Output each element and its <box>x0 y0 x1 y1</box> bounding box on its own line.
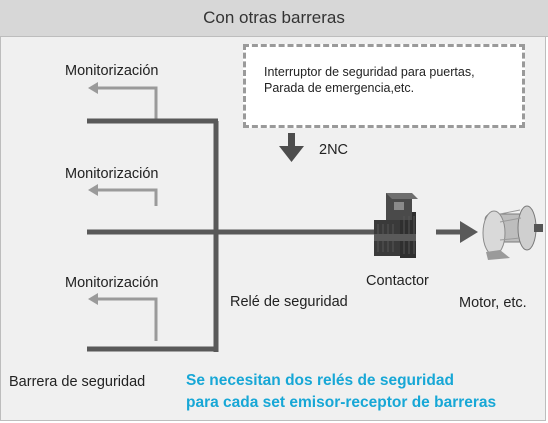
monitoring-label-3: Monitorización <box>65 275 159 291</box>
monitoring-label-2: Monitorización <box>65 166 159 182</box>
contactor-label: Contactor <box>366 273 429 289</box>
monitoring-line-1 <box>95 86 158 121</box>
monitoring-label-1: Monitorización <box>65 63 159 79</box>
motor-label: Motor, etc. <box>459 295 527 311</box>
monitoring-arrow-2 <box>88 184 98 196</box>
callout-line-1: Interruptor de seguridad para puertas, <box>264 65 475 79</box>
safety-barrier-label: Barrera de seguridad <box>9 374 146 390</box>
monitoring-arrow-3 <box>88 293 98 305</box>
monitoring-line-3 <box>95 297 158 341</box>
contactor-icon <box>374 193 418 258</box>
safety-relay-label: Relé de seguridad <box>230 294 348 310</box>
motor-arrow <box>460 221 478 243</box>
nc-arrow <box>279 133 304 162</box>
requirement-note-line-2: para cada set emisor-receptor de barrera… <box>186 394 497 411</box>
nc-label: 2NC <box>319 142 349 158</box>
monitoring-line-2 <box>95 188 158 206</box>
callout-line-2: Parada de emergencia,etc. <box>264 81 415 95</box>
diagram-title: Con otras barreras <box>0 0 548 37</box>
requirement-note: Se necesitan dos relés de seguridad para… <box>186 370 496 414</box>
safety-switch-callout: Interruptor de seguridad para puertas, P… <box>243 44 525 128</box>
requirement-note-line-1: Se necesitan dos relés de seguridad <box>186 372 454 389</box>
motor-icon <box>482 205 543 260</box>
monitoring-arrow-1 <box>88 82 98 94</box>
